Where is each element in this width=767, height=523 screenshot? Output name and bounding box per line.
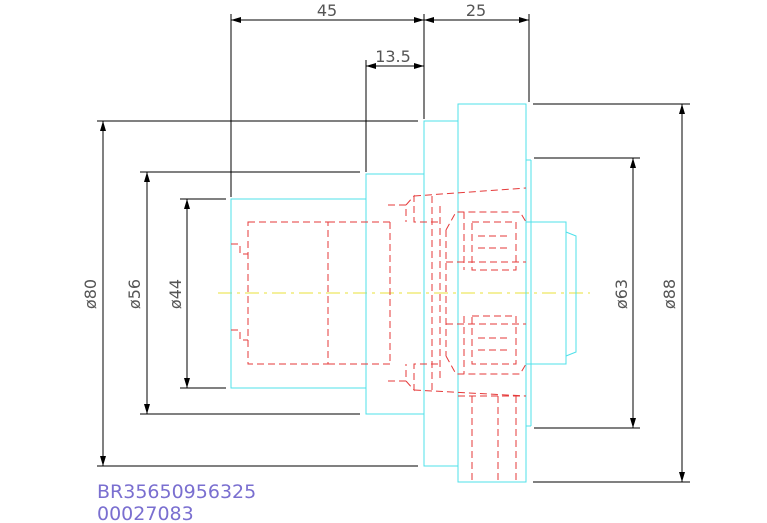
part-code: BR35650956325 [97,481,256,503]
dimension-label-dia-63: ø63 [612,279,631,309]
extension-lines [97,14,690,483]
dimension-label-25: 25 [466,1,486,20]
dimension-label-45: 45 [317,1,337,20]
hidden-lines [231,187,527,482]
dimension-label-dia-44: ø44 [166,279,185,309]
dimension-label-13-5: 13.5 [375,47,411,66]
dimension-label-dia-56: ø56 [125,279,144,309]
dimension-label-dia-88: ø88 [660,279,679,309]
part-outline [230,103,577,483]
part-number: 00027083 [97,503,194,523]
dimension-label-dia-80: ø80 [81,279,100,309]
